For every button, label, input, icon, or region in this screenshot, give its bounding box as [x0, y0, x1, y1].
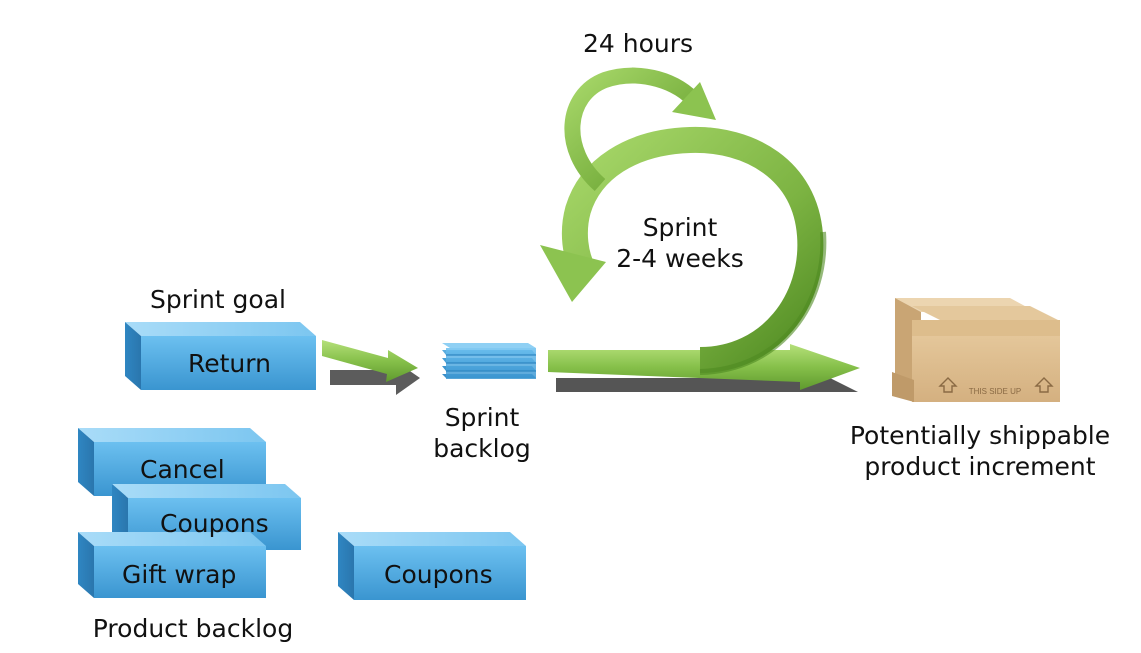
sprint-goal-label: Sprint goal	[150, 285, 286, 314]
box-stamp-text: THIS SIDE UP	[969, 387, 1021, 396]
coupons-stacked-box-label: Coupons	[160, 509, 269, 538]
daily-cycle-label: 24 hours	[582, 29, 694, 58]
gift-wrap-box	[78, 532, 266, 598]
product-backlog-label: Product backlog	[92, 614, 294, 643]
shippable-box-image: THIS SIDE UP	[892, 298, 1060, 402]
increment-line2: product increment	[864, 452, 1096, 481]
return-box-label: Return	[188, 349, 271, 378]
sprint-backlog-line1: Sprint	[444, 403, 520, 432]
to-sprint-backlog-arrow	[322, 340, 420, 395]
coupons-loose-box-label: Coupons	[384, 560, 493, 589]
sprint-duration-label: Sprint 2-4 weeks	[600, 212, 760, 274]
sprint-backlog-label: Sprint backlog	[412, 402, 552, 464]
coupons-stacked-box	[112, 484, 301, 550]
cancel-box-label: Cancel	[140, 455, 225, 484]
gift-wrap-box-label: Gift wrap	[122, 560, 237, 589]
sprint-backlog-line2: backlog	[433, 434, 531, 463]
sprint-backlog-stack	[442, 343, 536, 379]
sprint-label-line1: Sprint	[642, 213, 718, 242]
coupons-loose-box	[338, 532, 526, 600]
increment-line1: Potentially shippable	[849, 421, 1111, 450]
return-box	[125, 322, 316, 390]
sprint-label-line2: 2-4 weeks	[616, 244, 744, 273]
increment-label: Potentially shippable product increment	[832, 420, 1128, 482]
sprint-cycle-arrow	[540, 67, 860, 392]
